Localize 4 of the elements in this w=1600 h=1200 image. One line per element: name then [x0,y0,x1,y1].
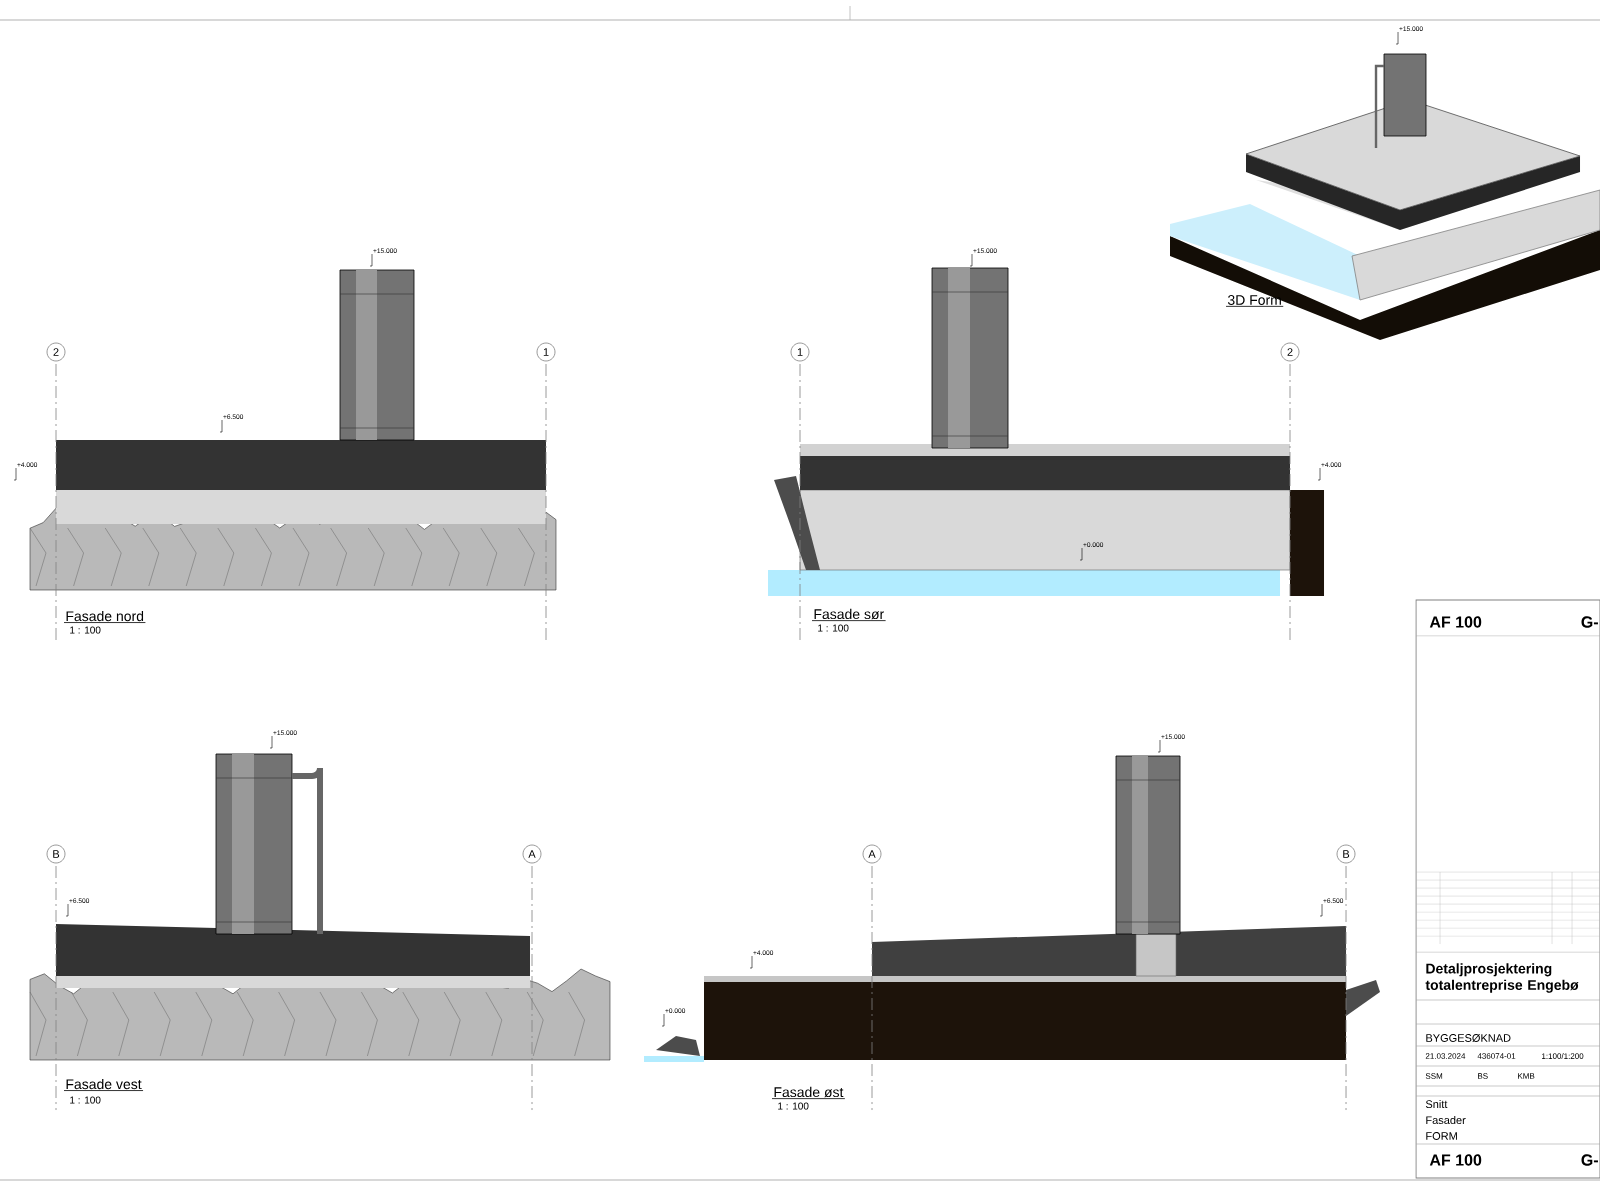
sheet-number: G- [1581,616,1598,628]
drawing-number: AF 100 [1429,1154,1482,1166]
sheet-number: G- [1581,1154,1598,1166]
drawing-number: AF 100 [1429,616,1482,628]
